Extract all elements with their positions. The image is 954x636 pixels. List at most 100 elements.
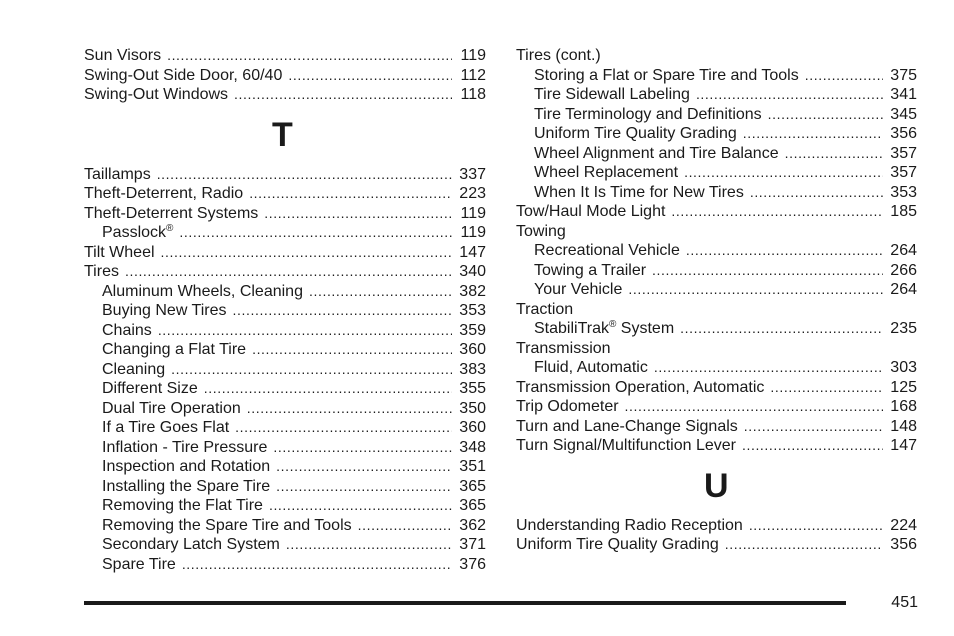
index-entry-turn-and-lane-change-signals: Turn and Lane-Change Signals148 <box>516 417 917 437</box>
entry-label: Removing the Spare Tire and Tools <box>102 516 352 536</box>
entry-label: Tow/Haul Mode Light <box>516 202 665 222</box>
entry-label: Your Vehicle <box>534 280 622 300</box>
index-entry-uniform-tire-quality-grading: Uniform Tire Quality Grading356 <box>516 124 917 144</box>
entry-label-text: Storing a Flat or Spare Tire and Tools <box>534 66 799 84</box>
dot-leader <box>264 204 452 224</box>
dot-leader <box>167 46 452 66</box>
dot-leader <box>182 555 452 575</box>
index-entry-if-a-tire-goes-flat: If a Tire Goes Flat360 <box>84 418 486 438</box>
dot-leader <box>671 202 883 222</box>
index-entry-swing-out-side-door-60-40: Swing-Out Side Door, 60/40112 <box>84 66 486 86</box>
index-entry-tilt-wheel: Tilt Wheel147 <box>84 243 486 263</box>
entry-label-text: Tires <box>84 263 119 280</box>
section-letter-u: U <box>704 466 729 505</box>
entry-label: Taillamps <box>84 165 151 185</box>
index-entry-theft-deterrent-radio: Theft-Deterrent, Radio 223 <box>84 184 486 204</box>
entry-label-text: Secondary Latch System <box>102 536 280 553</box>
page-reference: 371 <box>459 536 486 553</box>
page-reference: 147 <box>459 243 486 261</box>
entry-label-text: Inspection and Rotation <box>102 458 271 475</box>
entry-label-text: Chains <box>102 321 152 339</box>
entry-label-text: Swing-Out Side Door, 60/40 <box>84 66 283 84</box>
page-reference: 375 <box>890 66 917 84</box>
entry-label-text: Towing <box>516 222 566 240</box>
index-entry-tow-haul-mode-light: Tow/Haul Mode Light 185 <box>516 202 917 222</box>
page-reference: 224 <box>890 516 917 534</box>
entry-label: Transmission <box>516 339 611 359</box>
entry-label: Uniform Tire Quality Grading <box>534 124 737 144</box>
index-entry-sun-visors: Sun Visors119 <box>84 46 486 66</box>
dot-leader <box>743 124 883 144</box>
entry-label-text: Changing a Flat Tire <box>102 341 247 358</box>
index-entry-tires: Tires340 <box>84 262 486 282</box>
index-entry-changing-a-flat-tire: Changing a Flat Tire360 <box>84 340 486 360</box>
page-reference: 337 <box>459 165 486 183</box>
entry-label-text: Traction <box>516 300 574 318</box>
entry-label: Inflation - Tire Pressure <box>102 438 267 458</box>
dot-leader <box>749 516 883 536</box>
dot-leader <box>628 280 883 300</box>
entry-label: Theft-Deterrent Systems <box>84 204 258 224</box>
entry-label-text: If a Tire Goes Flat <box>102 419 230 436</box>
index-entry-installing-the-spare-tire: Installing the Spare Tire365 <box>84 477 486 497</box>
entry-label: Swing-Out Side Door, 60/40 <box>84 66 282 86</box>
entry-label: Chains <box>102 321 152 341</box>
entry-label: StabiliTrak® System <box>534 319 674 339</box>
dot-leader <box>286 535 452 555</box>
index-entry-spare-tire: Spare Tire376 <box>84 555 486 575</box>
entry-label-text: Recreational Vehicle <box>534 242 680 259</box>
dot-leader <box>770 378 883 398</box>
entry-label-text: Taillamps <box>84 165 151 183</box>
index-entry-inspection-and-rotation: Inspection and Rotation351 <box>84 457 486 477</box>
entry-label: Wheel Replacement <box>534 163 678 183</box>
page-reference: 168 <box>890 398 917 415</box>
entry-label-text: Removing the Flat Tire <box>102 497 263 514</box>
entry-label-text: Wheel Replacement <box>534 164 679 181</box>
entry-label-text: Theft-Deterrent, Radio <box>84 185 244 202</box>
dot-leader <box>273 438 452 458</box>
dot-leader <box>171 360 452 380</box>
index-entry-trip-odometer: Trip Odometer168 <box>516 397 917 417</box>
entry-label: Removing the Flat Tire <box>102 496 263 516</box>
entry-label-suffix: System <box>616 320 675 337</box>
index-column-left: Sun Visors119Swing-Out Side Door, 60/401… <box>84 46 486 574</box>
entry-label: Aluminum Wheels, Cleaning <box>102 282 303 302</box>
dot-leader <box>125 262 452 282</box>
dot-leader <box>768 105 883 125</box>
entry-label-text: Tire Sidewall Labeling <box>534 86 690 103</box>
entry-label: Buying New Tires <box>102 301 227 321</box>
entry-label-text: Aluminum Wheels, Cleaning <box>102 282 303 300</box>
page-reference: 185 <box>890 203 917 220</box>
index-entry-chains: Chains 359 <box>84 321 486 341</box>
entry-label: Different Size <box>102 379 198 399</box>
page-reference: 119 <box>460 47 486 64</box>
page-number: 451 <box>891 594 918 611</box>
entry-label: Turn Signal/Multifunction Lever <box>516 436 736 456</box>
dot-leader <box>696 85 883 105</box>
dot-leader <box>680 319 883 339</box>
entry-label-text: Turn Signal/Multifunction Lever <box>516 437 736 454</box>
dot-leader <box>742 436 883 456</box>
dot-leader <box>358 516 452 536</box>
page-reference: 376 <box>459 555 486 573</box>
index-entry-uniform-tire-quality-grading: Uniform Tire Quality Grading356 <box>516 535 917 555</box>
page-reference: 345 <box>890 105 917 123</box>
page-reference: 365 <box>459 477 486 495</box>
entry-label: Tire Terminology and Definitions <box>534 105 762 125</box>
index-entry-transmission-operation-automatic: Transmission Operation, Automatic125 <box>516 378 917 398</box>
index-entry-towing-a-trailer: Towing a Trailer266 <box>516 261 917 281</box>
index-entry-understanding-radio-reception: Understanding Radio Reception224 <box>516 516 917 536</box>
index-entry-tire-sidewall-labeling: Tire Sidewall Labeling 341 <box>516 85 917 105</box>
dot-leader <box>684 163 883 183</box>
entry-label: Dual Tire Operation <box>102 399 241 419</box>
entry-label: Transmission Operation, Automatic <box>516 378 764 398</box>
page-reference: 341 <box>890 86 917 103</box>
index-heading-towing: Towing <box>516 222 917 242</box>
dot-leader <box>157 165 452 185</box>
page-reference: 359 <box>459 321 486 339</box>
index-entry-removing-the-flat-tire: Removing the Flat Tire365 <box>84 496 486 516</box>
entry-label: Towing <box>516 222 566 242</box>
page-reference: 223 <box>459 185 486 202</box>
entry-label: Secondary Latch System <box>102 535 280 555</box>
index-entry-inflation-tire-pressure: Inflation - Tire Pressure348 <box>84 438 486 458</box>
